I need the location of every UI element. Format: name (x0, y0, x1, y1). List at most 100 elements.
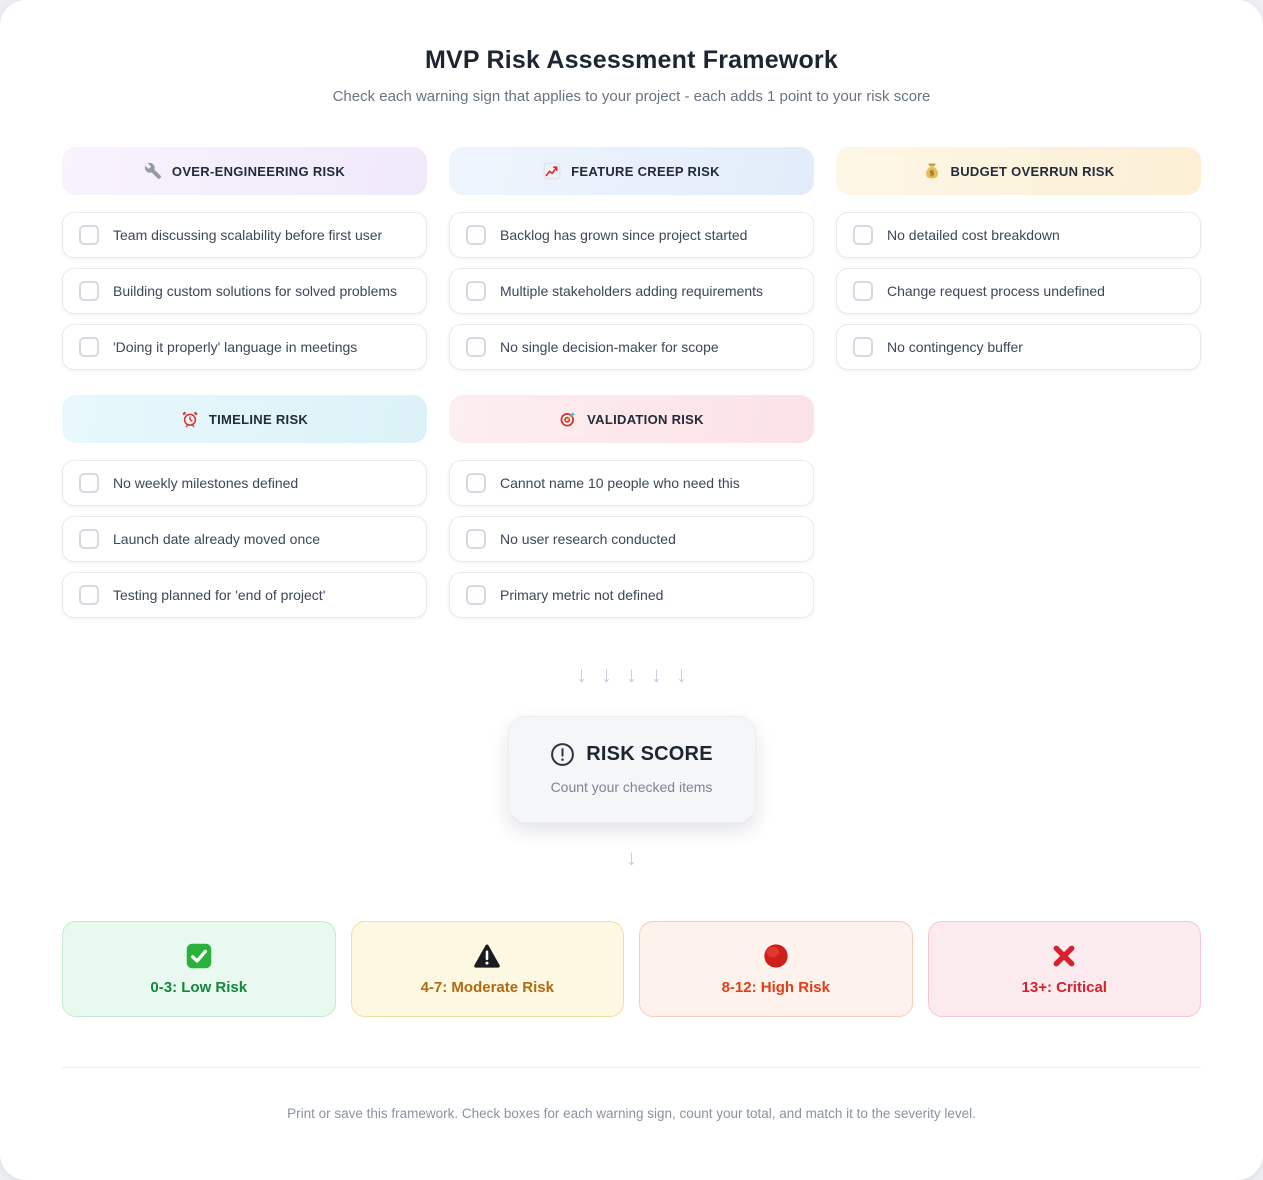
checkbox[interactable] (853, 281, 873, 301)
severity-label: 4-7: Moderate Risk (420, 979, 554, 996)
severity-card: 8-12: High Risk (639, 921, 913, 1017)
category-label: BUDGET OVERRUN RISK (950, 163, 1115, 179)
category-header: TIMELINE RISK (62, 395, 427, 443)
checkbox[interactable] (79, 337, 99, 357)
page-subtitle: Check each warning sign that applies to … (332, 88, 931, 105)
checklist-item[interactable]: No single decision-maker for scope (449, 324, 814, 370)
checklist-item-label: Change request process undefined (887, 283, 1105, 299)
risk-score-title: RISK SCORE (586, 743, 713, 765)
risk-score-header: RISK SCORE (519, 742, 745, 767)
checkbox[interactable] (466, 281, 486, 301)
cross-mark-icon (1050, 942, 1078, 970)
checkbox[interactable] (79, 529, 99, 549)
category-header: FEATURE CREEP RISK (449, 147, 814, 195)
category-header: OVER-ENGINEERING RISK (62, 147, 427, 195)
category-label: FEATURE CREEP RISK (571, 163, 720, 179)
checkbox[interactable] (79, 225, 99, 245)
checkbox[interactable] (466, 529, 486, 549)
checkbox[interactable] (466, 473, 486, 493)
checklist-item-label: Cannot name 10 people who need this (500, 475, 740, 491)
checklist-item-label: Backlog has grown since project started (500, 227, 748, 243)
category-over-engineering: OVER-ENGINEERING RISK Team discussing sc… (62, 147, 427, 370)
svg-text:$: $ (929, 169, 934, 178)
down-arrow-icon: ↓ (676, 662, 687, 687)
categories-grid: OVER-ENGINEERING RISK Team discussing sc… (62, 147, 1201, 618)
down-arrow-icon: ↓ (601, 662, 612, 687)
risk-score-subtitle: Count your checked items (550, 779, 713, 795)
category-items: Team discussing scalability before first… (62, 212, 427, 370)
warning-triangle-icon (473, 942, 501, 970)
checklist-item[interactable]: No contingency buffer (836, 324, 1201, 370)
checkbox[interactable] (853, 225, 873, 245)
down-arrow-icon: ↓ (651, 662, 662, 687)
checklist-item[interactable]: Testing planned for 'end of project' (62, 572, 427, 618)
severity-label: 13+: Critical (1021, 979, 1107, 996)
checkbox[interactable] (466, 337, 486, 357)
checkbox[interactable] (853, 337, 873, 357)
checkbox[interactable] (79, 281, 99, 301)
checklist-item[interactable]: Multiple stakeholders adding requirement… (449, 268, 814, 314)
checkbox[interactable] (466, 225, 486, 245)
category-items: No weekly milestones defined Launch date… (62, 460, 427, 618)
checklist-item-label: Primary metric not defined (500, 587, 664, 603)
down-arrow-icon: ↓ (576, 662, 587, 687)
checklist-item[interactable]: Primary metric not defined (449, 572, 814, 618)
down-arrow-icon: ↓ (626, 845, 637, 870)
checklist-item[interactable]: No user research conducted (449, 516, 814, 562)
checklist-item-label: Testing planned for 'end of project' (113, 587, 326, 603)
severity-card: 13+: Critical (927, 921, 1201, 1017)
checkbox[interactable] (466, 585, 486, 605)
checklist-item-label: No weekly milestones defined (113, 475, 299, 491)
category-label: OVER-ENGINEERING RISK (171, 163, 346, 179)
money-bag-icon: $ (923, 162, 941, 180)
checklist-item-label: No detailed cost breakdown (887, 227, 1060, 243)
severity-card: 0-3: Low Risk (62, 921, 336, 1017)
severity-label: 0-3: Low Risk (150, 979, 248, 996)
category-validation: VALIDATION RISK Cannot name 10 people wh… (449, 395, 814, 618)
checklist-item[interactable]: Backlog has grown since project started (449, 212, 814, 258)
checklist-item-label: 'Doing it properly' language in meetings (113, 339, 358, 355)
category-header: $ BUDGET OVERRUN RISK (836, 147, 1201, 195)
alert-circle-icon (550, 742, 575, 767)
category-items: Cannot name 10 people who need this No u… (449, 460, 814, 618)
page-title: MVP Risk Assessment Framework (425, 46, 838, 74)
severity-label: 8-12: High Risk (721, 979, 830, 996)
check-square-icon (185, 942, 213, 970)
category-label: TIMELINE RISK (208, 411, 309, 427)
severity-card: 4-7: Moderate Risk (350, 921, 624, 1017)
category-label: VALIDATION RISK (587, 411, 704, 427)
checklist-item[interactable]: Team discussing scalability before first… (62, 212, 427, 258)
wrench-icon (144, 162, 162, 180)
chart-increasing-icon (543, 162, 561, 180)
checklist-item-label: Team discussing scalability before first… (113, 227, 383, 243)
category-items: Backlog has grown since project started … (449, 212, 814, 370)
category-header: VALIDATION RISK (449, 395, 814, 443)
category-feature-creep: FEATURE CREEP RISK Backlog has grown sin… (449, 147, 814, 370)
severity-row: 0-3: Low Risk 4-7: Moderate Risk 8-12: H… (62, 921, 1201, 1017)
checkbox[interactable] (79, 585, 99, 605)
footer-note: Print or save this framework. Check boxe… (287, 1106, 976, 1121)
category-timeline: TIMELINE RISK No weekly milestones defin… (62, 395, 427, 618)
checklist-item-label: No single decision-maker for scope (500, 339, 719, 355)
checklist-item-label: No contingency buffer (887, 339, 1023, 355)
checklist-item[interactable]: No detailed cost breakdown (836, 212, 1201, 258)
checklist-item[interactable]: Launch date already moved once (62, 516, 427, 562)
checklist-item-label: Multiple stakeholders adding requirement… (500, 283, 764, 299)
dart-target-icon (559, 410, 577, 428)
down-arrow-icon: ↓ (626, 662, 637, 687)
checklist-item[interactable]: Building custom solutions for solved pro… (62, 268, 427, 314)
red-circle-icon (762, 942, 790, 970)
checklist-item-label: Building custom solutions for solved pro… (113, 283, 398, 299)
risk-score-card: RISK SCORE Count your checked items (507, 716, 756, 823)
category-items: No detailed cost breakdown Change reques… (836, 212, 1201, 370)
checklist-item-label: Launch date already moved once (113, 531, 321, 547)
category-budget-overrun: $ BUDGET OVERRUN RISK No detailed cost b… (836, 147, 1201, 370)
checklist-item[interactable]: 'Doing it properly' language in meetings (62, 324, 427, 370)
footer-divider (62, 1067, 1201, 1068)
checkbox[interactable] (79, 473, 99, 493)
checklist-item[interactable]: Cannot name 10 people who need this (449, 460, 814, 506)
flow-arrows: ↓ ↓ ↓ ↓ ↓ (62, 664, 1201, 686)
checklist-item[interactable]: No weekly milestones defined (62, 460, 427, 506)
checklist-item[interactable]: Change request process undefined (836, 268, 1201, 314)
